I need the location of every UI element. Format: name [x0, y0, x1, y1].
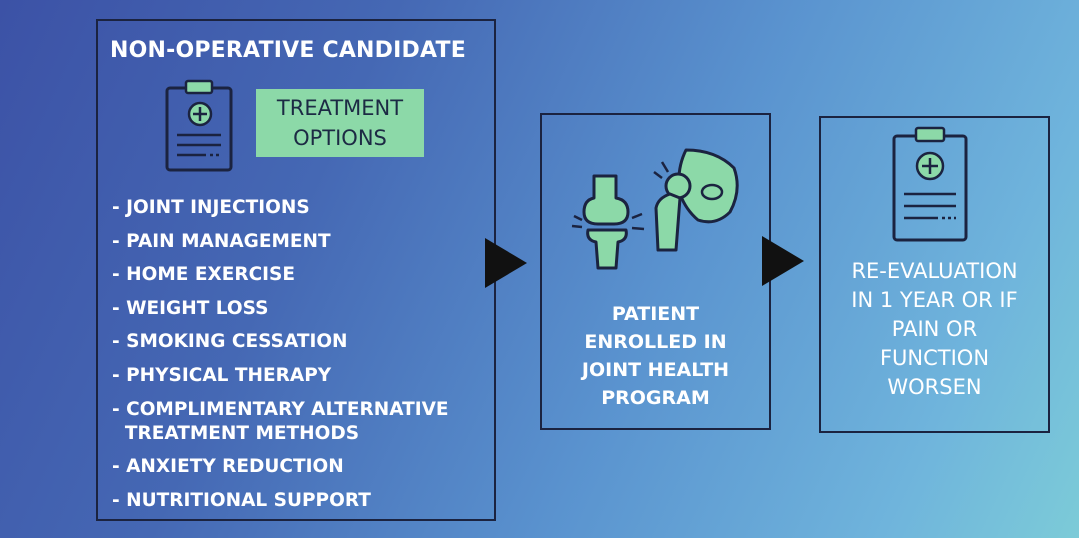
caption-line: PAIN OR [891, 317, 978, 341]
list-item: - COMPLIMENTARY ALTERNATIVE TREATMENT ME… [112, 398, 449, 444]
panel-title: NON-OPERATIVE CANDIDATE [110, 38, 466, 63]
clipboard-icon [892, 126, 968, 242]
caption-line: PROGRAM [601, 387, 710, 409]
hip-joint-icon [653, 148, 739, 252]
list-item: - HOME EXERCISE [112, 264, 296, 286]
re-evaluation-panel [819, 116, 1050, 433]
knee-joint-icon [571, 174, 645, 270]
caption-line: PATIENT [611, 303, 700, 325]
list-item: - ANXIETY REDUCTION [112, 456, 344, 478]
caption-line: WORSEN [887, 375, 982, 399]
badge-line: OPTIONS [293, 126, 387, 150]
treatment-options-list: - JOINT INJECTIONS - PAIN MANAGEMENT - H… [112, 196, 492, 522]
badge-line: TREATMENT [276, 96, 404, 120]
list-item: - JOINT INJECTIONS [112, 197, 310, 218]
caption-line: IN 1 YEAR OR IF [851, 288, 1018, 312]
list-item: - PHYSICAL THERAPY [112, 364, 332, 386]
program-caption: PATIENT ENROLLED IN JOINT HEALTH PROGRAM [545, 300, 766, 412]
caption-line: ENROLLED IN [584, 331, 727, 353]
flow-arrow-right [485, 238, 527, 288]
list-item: - NUTRITIONAL SUPPORT [112, 489, 371, 511]
list-item: - PAIN MANAGEMENT [112, 230, 331, 252]
caption-line: FUNCTION [879, 346, 990, 370]
list-item: - WEIGHT LOSS [112, 297, 269, 319]
caption-line: RE-EVALUATION [851, 259, 1018, 283]
re-evaluation-caption: RE-EVALUATION IN 1 YEAR OR IF PAIN OR FU… [821, 257, 1048, 402]
flow-arrow-right [762, 236, 804, 286]
caption-line: JOINT HEALTH [581, 359, 730, 381]
clipboard-icon [165, 79, 233, 172]
treatment-options-badge: TREATMENT OPTIONS [256, 89, 424, 157]
list-item: - SMOKING CESSATION [112, 331, 348, 353]
